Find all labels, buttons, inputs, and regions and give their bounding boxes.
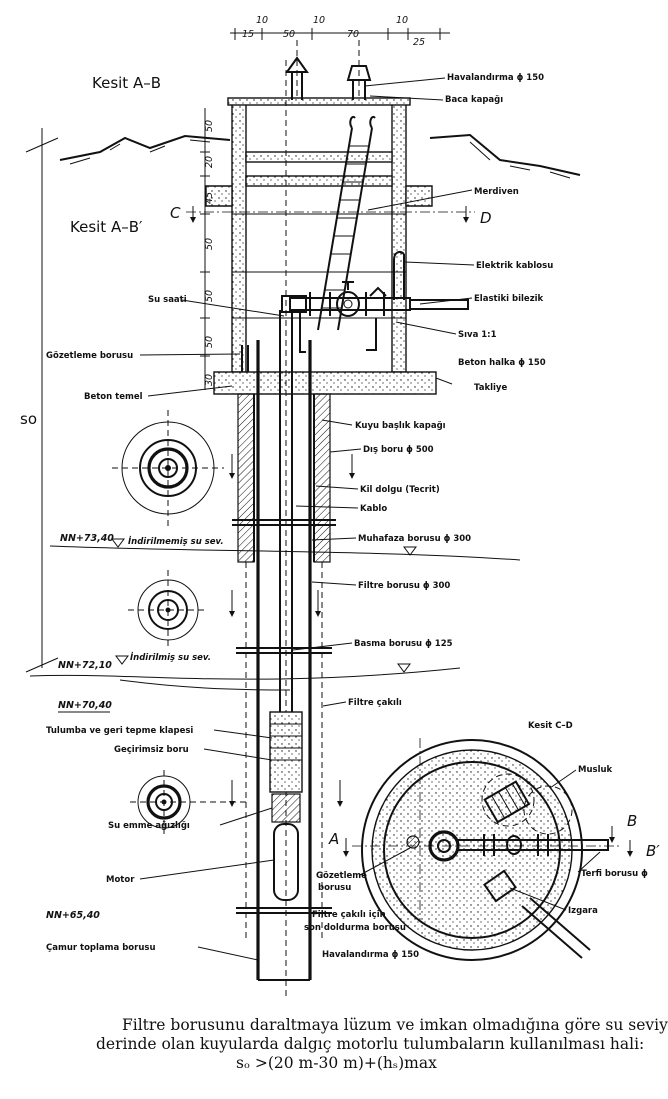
figure-caption: Filtre borusunu daraltmaya lüzum ve imka… — [96, 1016, 668, 1073]
caption-formula: sₒ >(20 m-30 m)+(hₛ)max — [236, 1054, 437, 1072]
label-vent-150-bottom: Havalandırma ϕ 150 — [322, 950, 419, 960]
dim-side-50b: 50 — [204, 238, 215, 250]
vent-pipes — [285, 40, 372, 100]
cut-label-b-prime: B′ — [646, 842, 660, 860]
dim-top-10c: 10 — [396, 15, 408, 26]
dim-top-10a: 10 — [256, 15, 268, 26]
label-electric-cable: Elektrik kablosu — [476, 261, 553, 271]
so-symbol: so — [20, 410, 37, 428]
delivery-pipe — [281, 281, 469, 317]
cable-loop — [366, 318, 377, 351]
dim-top-25: 25 — [413, 37, 425, 48]
cut-line-cd: C D — [170, 204, 492, 227]
ladder — [317, 116, 376, 331]
label-takliye: Takliye — [474, 383, 507, 393]
section-title-ab-prime: Kesit A–B′ — [70, 218, 143, 236]
cut-label-b: B — [627, 812, 637, 830]
label-outer-pipe: Dış boru ϕ 500 — [363, 445, 434, 455]
so-axis: so — [20, 128, 59, 673]
label-observation-pipe: Gözetleme borusu — [46, 351, 133, 361]
dim-side-50d: 50 — [204, 336, 215, 348]
label-well-head-cover: Kuyu başlık kapağı — [355, 421, 446, 431]
level-nn-6540: NN+65,40 — [46, 910, 100, 921]
section-title-ab: Kesit A–B — [92, 74, 161, 92]
dim-side-50a: 50 — [204, 120, 215, 132]
label-filter-gravel: Filtre çakılı — [348, 698, 402, 708]
label-plaster: Sıva 1:1 — [458, 330, 497, 340]
left-labels: Su saati Gözetleme borusu Beton temel Tu… — [46, 295, 285, 961]
caption-line-2: derinde olan kuyularda dalgıç motorlu tu… — [96, 1035, 645, 1053]
label-clay-fill: Kil dolgu (Tecrit) — [360, 485, 440, 495]
dim-side-45: 45 — [204, 192, 215, 204]
section-cd: Kesit C–D A B B′ — [316, 721, 660, 961]
label-cable: Kablo — [360, 504, 387, 514]
dim-top-10b: 10 — [313, 15, 325, 26]
label-suction-inlet: Su emme ağızlığı — [108, 821, 190, 831]
level-annotations: NN+73,40 İndirilmemiş su sev. NN+72,10 İ… — [46, 533, 224, 921]
dim-top-15: 15 — [242, 29, 254, 40]
cut-label-c: C — [170, 204, 181, 222]
label-gravel-fill-pipe-2: son doldurma borusu — [304, 923, 406, 933]
label-elastic-ring: Elastiki bilezik — [474, 294, 544, 304]
label-faucet: Musluk — [578, 765, 613, 775]
ground-surface — [59, 133, 581, 179]
label-transfer-pipe: Terfi borusu ϕ — [581, 869, 648, 879]
label-concrete-ring: Beton halka ϕ 150 — [458, 358, 546, 368]
section-title-cd: Kesit C–D — [528, 721, 573, 731]
level-text-lowered: İndirilmiş su sev. — [130, 652, 211, 663]
top-dimension-chain: 10 10 10 15 50 70 25 — [230, 15, 450, 48]
dim-top-70: 70 — [347, 29, 359, 40]
label-ladder: Merdiven — [474, 187, 519, 197]
level-nn-7210: NN+72,10 — [58, 660, 112, 671]
level-text-unlowered: İndirilmemiş su sev. — [128, 536, 224, 547]
caption-line-1: Filtre borusunu daraltmaya lüzum ve imka… — [122, 1016, 668, 1034]
cut-label-a: A — [328, 830, 339, 848]
label-water-meter: Su saati — [148, 295, 187, 305]
label-observation-cd-1: Gözetleme — [316, 871, 367, 881]
level-nn-7340: NN+73,40 — [60, 533, 114, 544]
label-pump-check-valve: Tulumba ve geri tepme klapesi — [46, 726, 193, 736]
label-grate: Izgara — [568, 906, 598, 916]
label-casing-pipe: Muhafaza borusu ϕ 300 — [358, 534, 471, 544]
label-concrete-foundation: Beton temel — [84, 392, 143, 402]
label-motor: Motor — [106, 875, 135, 885]
label-impermeable-pipe: Geçirimsiz boru — [114, 745, 189, 755]
label-sludge-pipe: Çamur toplama borusu — [46, 943, 156, 953]
cross-section-circles — [112, 410, 355, 834]
label-chimney-cover: Baca kapağı — [445, 95, 503, 105]
label-observation-cd-2: borusu — [318, 883, 351, 893]
dim-side-20: 20 — [204, 156, 215, 168]
dim-side-50c: 50 — [204, 290, 215, 302]
label-vent-150: Havalandırma ϕ 150 — [447, 73, 544, 83]
right-labels: Havalandırma ϕ 150 Baca kapağı Merdiven … — [292, 73, 553, 960]
level-nn-7040: NN+70,40 — [58, 700, 112, 711]
cut-label-d: D — [480, 209, 492, 227]
dim-top-50: 50 — [283, 29, 295, 40]
shaft-structure: 50 20 45 50 50 50 30 — [200, 97, 453, 395]
water-levels — [29, 538, 521, 691]
electric-cable — [299, 251, 405, 353]
label-delivery-pipe: Basma borusu ϕ 125 — [354, 639, 453, 649]
well-casing — [232, 60, 336, 1000]
label-filter-pipe: Filtre borusu ϕ 300 — [358, 581, 450, 591]
label-gravel-fill-pipe-1: Filtre çakılı için — [312, 910, 386, 920]
dim-side-30: 30 — [204, 374, 215, 386]
